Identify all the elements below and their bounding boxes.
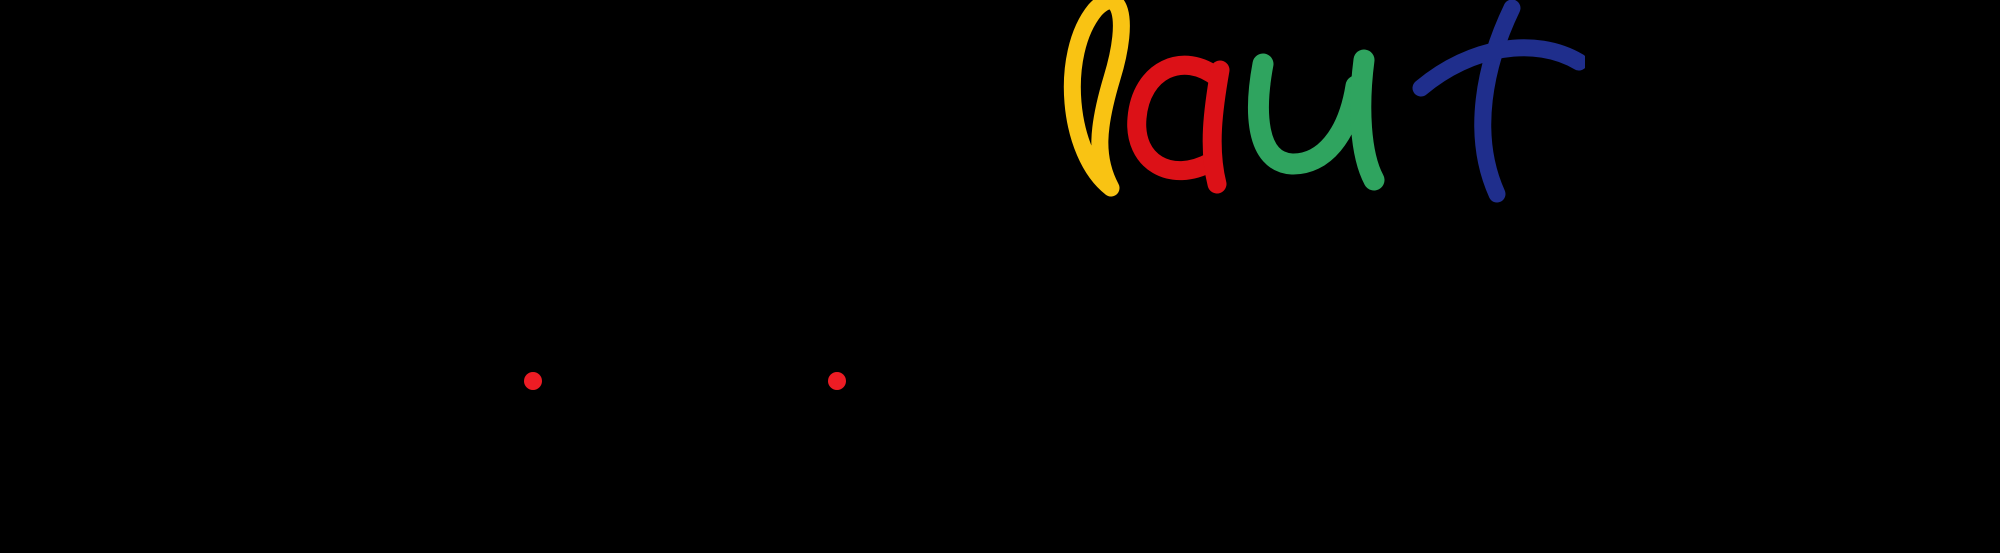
left-red-dot xyxy=(524,372,542,390)
letter-u-stem xyxy=(1350,49,1385,191)
laut-wordmark-svg xyxy=(1063,0,1585,203)
letter-t-stem xyxy=(1474,0,1521,203)
laut-wordmark xyxy=(1015,0,1585,217)
letter-l-glyph xyxy=(1063,0,1130,197)
letter-a-glyph xyxy=(1127,55,1228,181)
letter-u-glyph xyxy=(1248,53,1367,175)
letter-a-stem xyxy=(1202,60,1230,194)
letter-t-crossbar xyxy=(1412,39,1585,97)
right-red-dot xyxy=(828,372,846,390)
